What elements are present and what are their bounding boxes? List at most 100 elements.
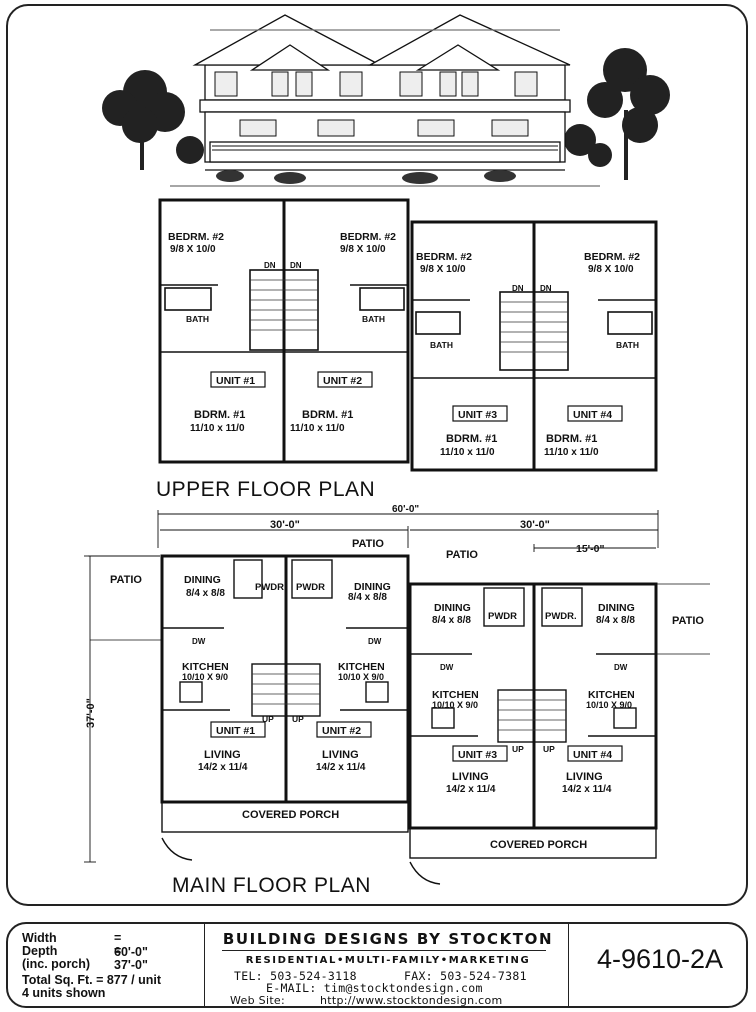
porch-railing — [212, 145, 558, 151]
upper-bath-u1: BATH — [186, 314, 209, 324]
upper-dn-u1: DN — [264, 261, 276, 270]
plan-code: 4-9610-2A — [596, 944, 724, 974]
living-label-u4: LIVING — [566, 771, 603, 783]
kitchen-size-u1: 10/10 X 9/0 — [182, 672, 228, 682]
upper-unit-tag-4: UNIT #4 — [573, 409, 612, 421]
kitchen-size-u3: 10/10 X 9/0 — [432, 700, 478, 710]
upper-bdrm1-label-u4: BDRM. #1 — [546, 433, 597, 445]
upper-bdrm1-size-u2: 11/10 x 11/0 — [290, 423, 345, 434]
dining-label-u4: DINING — [598, 602, 635, 614]
dining-size-u2: 8/4 x 8/8 — [348, 592, 387, 603]
upper-bdrm1-size-u3: 11/10 x 11/0 — [440, 447, 495, 458]
main-floor-plan: 60'-0" 30'-0" 30'-0" 15'-0" 37'-0" PATIO… — [84, 504, 710, 885]
dw-label-u4: DW — [614, 663, 628, 672]
spec-units-shown: 4 units shown — [22, 986, 106, 1000]
company-services: RESIDENTIAL•MULTI-FAMILY•MARKETING — [245, 955, 531, 966]
upper-bdrm1-label-u3: BDRM. #1 — [446, 433, 497, 445]
upper-unit-tag-2: UNIT #2 — [323, 375, 362, 387]
ground-shrubs — [216, 170, 516, 184]
upper-bed2-label-u3: BEDRM. #2 — [416, 251, 472, 263]
company-info: BUILDING DESIGNS BY STOCKTON RESIDENTIAL… — [208, 924, 568, 1007]
upper-bdrm1-label-u2: BDRM. #1 — [302, 409, 353, 421]
living-size-u4: 14/2 x 11/4 — [562, 784, 612, 795]
main-wall-lines — [160, 554, 658, 830]
main-unit-tag-3: UNIT #3 — [458, 749, 497, 761]
dining-label-u2: DINING — [354, 581, 391, 593]
company-name: BUILDING DESIGNS BY STOCKTON — [222, 930, 554, 948]
kitchen-size-u2: 10/10 X 9/0 — [338, 672, 384, 682]
company-rule — [222, 950, 546, 951]
upper-unit-tag-3: UNIT #3 — [458, 409, 497, 421]
patio-label-top-right: PATIO — [446, 549, 478, 561]
upper-bath-u4: BATH — [616, 340, 639, 350]
main-unit-tag-4: UNIT #4 — [573, 749, 612, 761]
covered-porch-right: COVERED PORCH — [490, 839, 587, 851]
patio-label-top-left: PATIO — [352, 538, 384, 550]
up-label-u3: UP — [512, 744, 524, 754]
dim-depth: 37'-0" — [85, 698, 97, 728]
upper-bdrm1-size-u4: 11/10 x 11/0 — [544, 447, 599, 458]
dw-label-u2: DW — [368, 637, 382, 646]
upper-unit-tags — [210, 371, 623, 422]
upper-dn-u3: DN — [512, 284, 524, 293]
spec-total-sqft: Total Sq. Ft. = 877 / unit — [22, 973, 162, 987]
dim-right-half: 30'-0" — [520, 519, 550, 531]
covered-porch-left: COVERED PORCH — [242, 809, 339, 821]
kitchen-label-u1: KITCHEN — [182, 661, 229, 673]
patio-label-left: PATIO — [110, 574, 142, 586]
dimension-lines — [84, 510, 659, 863]
patio-label-right: PATIO — [672, 615, 704, 627]
front-elevation-drawing — [102, 14, 670, 187]
covered-porch-outline — [161, 801, 657, 885]
facade-windows — [214, 71, 538, 137]
up-label-u4: UP — [543, 744, 555, 754]
upper-bath-u3: BATH — [430, 340, 453, 350]
pwdr-label-u4: PWDR. — [545, 611, 577, 622]
drawing-sheet-border — [6, 4, 748, 906]
living-label-u1: LIVING — [204, 749, 241, 761]
upper-bath-u2: BATH — [362, 314, 385, 324]
upper-bed2-size-u1: 9/8 X 10/0 — [170, 244, 216, 255]
dim-left-half: 30'-0" — [270, 519, 300, 531]
upper-dn-u4: DN — [540, 284, 552, 293]
living-label-u2: LIVING — [322, 749, 359, 761]
living-size-u3: 14/2 x 11/4 — [446, 784, 496, 795]
upper-bdrm1-size-u1: 11/10 x 11/0 — [190, 423, 245, 434]
upper-bed2-size-u3: 9/8 X 10/0 — [420, 264, 466, 275]
upper-dn-u2: DN — [290, 261, 302, 270]
main-stair-treads — [252, 673, 566, 731]
upper-bed2-label-u2: BEDRM. #2 — [340, 231, 396, 243]
dw-label-u3: DW — [440, 663, 454, 672]
pwdr-label-u2: PWDR — [296, 582, 325, 593]
patio-lines — [90, 583, 710, 655]
spec-width: Width= 60'-0" — [22, 931, 148, 959]
dining-label-u3: DINING — [434, 602, 471, 614]
company-web-url[interactable]: http://www.stocktondesign.com — [320, 994, 503, 1007]
title-block-divider-2 — [568, 924, 569, 1006]
living-label-u3: LIVING — [452, 771, 489, 783]
company-web-label: Web Site: — [230, 994, 286, 1007]
upper-bed2-size-u4: 9/8 X 10/0 — [588, 264, 634, 275]
dim-overall-width: 60'-0" — [392, 504, 419, 515]
dining-label-u1: DINING — [184, 574, 221, 586]
main-floor-plan-title: MAIN FLOOR PLAN — [172, 874, 371, 897]
title-block: Width= 60'-0" Depth= 37'-0" (inc. porch)… — [6, 922, 748, 1008]
upper-unit-tag-1: UNIT #1 — [216, 375, 255, 387]
living-size-u1: 14/2 x 11/4 — [198, 762, 248, 773]
company-email[interactable]: E-MAIL: tim@stocktondesign.com — [266, 981, 483, 995]
up-label-u1: UP — [262, 714, 274, 724]
upper-stair-treads — [250, 279, 568, 353]
dim-quarter: 15'-0" — [576, 543, 605, 555]
kitchen-label-u4: KITCHEN — [588, 689, 635, 701]
dining-size-u4: 8/4 x 8/8 — [596, 615, 635, 626]
tree-right-icon — [564, 48, 670, 180]
spec-depth: Depth= 37'-0" — [22, 944, 148, 972]
living-size-u2: 14/2 x 11/4 — [316, 762, 366, 773]
pwdr-label-u1: PWDR — [255, 582, 284, 593]
spec-inc-porch: (inc. porch) — [22, 957, 91, 971]
dining-size-u1: 8/4 x 8/8 — [186, 588, 225, 599]
main-unit-tag-2: UNIT #2 — [322, 725, 361, 737]
main-unit-tags — [210, 721, 623, 762]
company-fax: FAX: 503-524-7381 — [404, 969, 527, 983]
kitchen-size-u4: 10/10 X 9/0 — [586, 700, 632, 710]
